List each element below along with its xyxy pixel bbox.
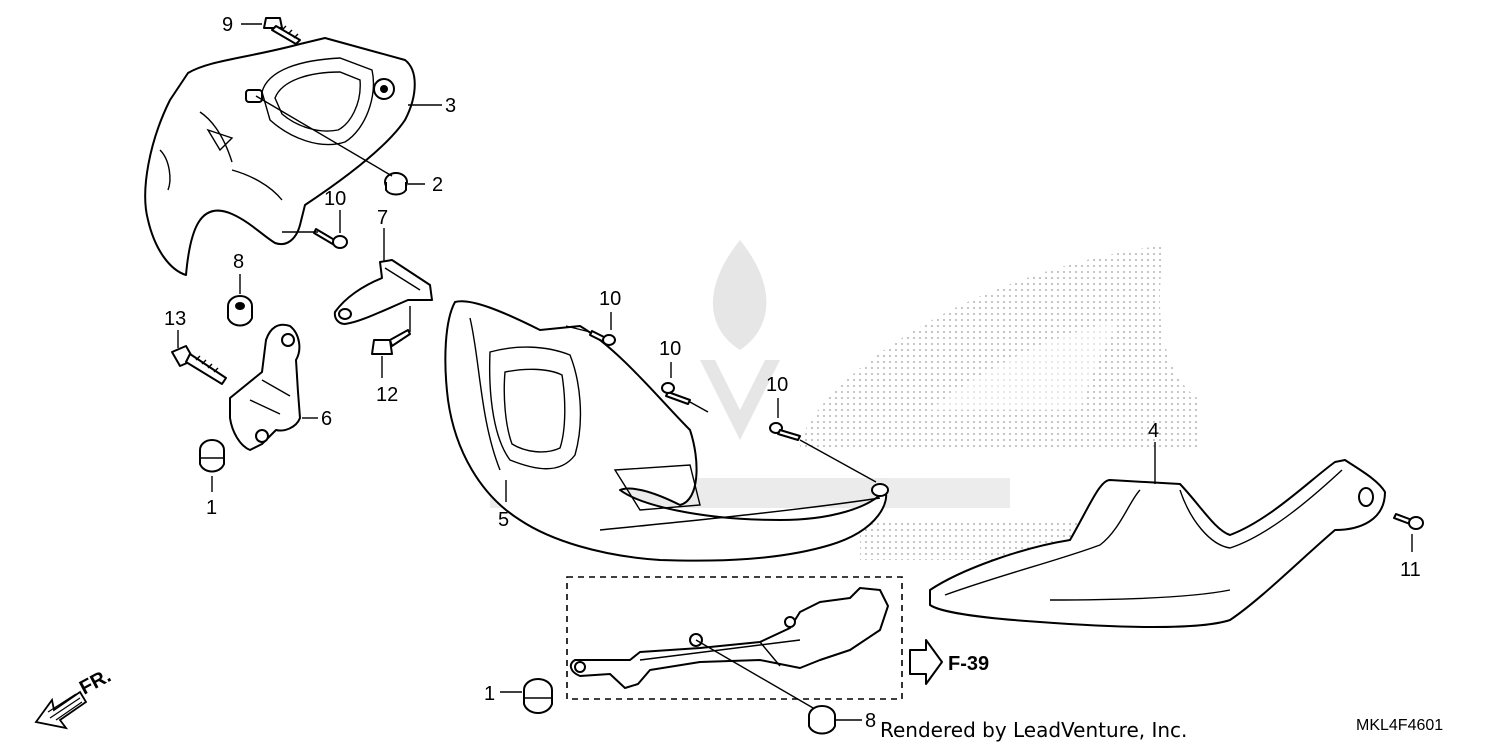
callout-5: 5: [498, 509, 509, 531]
leader-2-to-cowl: [255, 95, 393, 177]
callout-1-upper: 1: [206, 497, 217, 519]
under-cowl-part-4[interactable]: [929, 459, 1386, 628]
bolt-part-12[interactable]: [371, 329, 411, 355]
reference-arrow-icon[interactable]: [909, 639, 943, 685]
callout-10-b: 10: [659, 338, 681, 360]
bolt-part-13[interactable]: [171, 345, 227, 385]
inset-frame: [566, 576, 903, 700]
callout-6: 6: [321, 408, 332, 430]
callout-8-lower: 8: [865, 710, 876, 732]
reference-label[interactable]: F-39: [948, 653, 989, 675]
leader-10-c-to-cowl: [799, 439, 877, 483]
stay-bracket-part-7[interactable]: [333, 259, 433, 325]
front-direction-arrow-icon: [34, 690, 88, 730]
inner-stay-bracket[interactable]: [569, 587, 889, 689]
leader-8-lower-to-stay: [695, 639, 821, 713]
diagram-code: MKL4F4601: [1356, 717, 1444, 734]
leadventure-watermark: [490, 240, 1010, 508]
screw-part-10-c[interactable]: [769, 422, 801, 441]
grommet-part-1-lower[interactable]: [523, 678, 553, 714]
leader-10-a-to-cowl: [565, 325, 591, 333]
callout-13: 13: [164, 308, 186, 330]
callout-11: 11: [1400, 559, 1421, 581]
callout-10-c: 10: [766, 374, 788, 396]
under-cowl-part-5[interactable]: [444, 300, 889, 562]
callout-9: 9: [222, 14, 233, 36]
bracket-part-6[interactable]: [229, 323, 301, 451]
callout-12: 12: [376, 384, 398, 406]
callout-10-a: 10: [599, 288, 621, 310]
callout-7: 7: [377, 207, 388, 229]
grommet-part-1-upper[interactable]: [199, 439, 225, 473]
screw-part-10-b[interactable]: [661, 382, 691, 405]
grommet-part-8-upper[interactable]: [227, 295, 253, 327]
screw-part-9[interactable]: [263, 17, 301, 45]
upper-inner-cowl-part-3[interactable]: [144, 37, 416, 276]
callout-4: 4: [1148, 420, 1159, 442]
callout-2: 2: [432, 174, 443, 196]
leader-10-b-to-cowl: [689, 401, 709, 413]
grommet-part-8-lower[interactable]: [808, 705, 836, 735]
grommet-part-2[interactable]: [384, 172, 408, 196]
callout-3: 3: [445, 95, 456, 117]
callout-8-upper: 8: [233, 251, 244, 273]
callout-10-upper: 10: [324, 188, 346, 210]
screw-part-11[interactable]: [1393, 513, 1424, 530]
render-credit: Rendered by LeadVenture, Inc.: [880, 718, 1188, 742]
screw-part-10-a[interactable]: [589, 330, 616, 346]
callout-1-lower: 1: [484, 683, 495, 705]
screw-part-10-upper[interactable]: [313, 228, 348, 249]
